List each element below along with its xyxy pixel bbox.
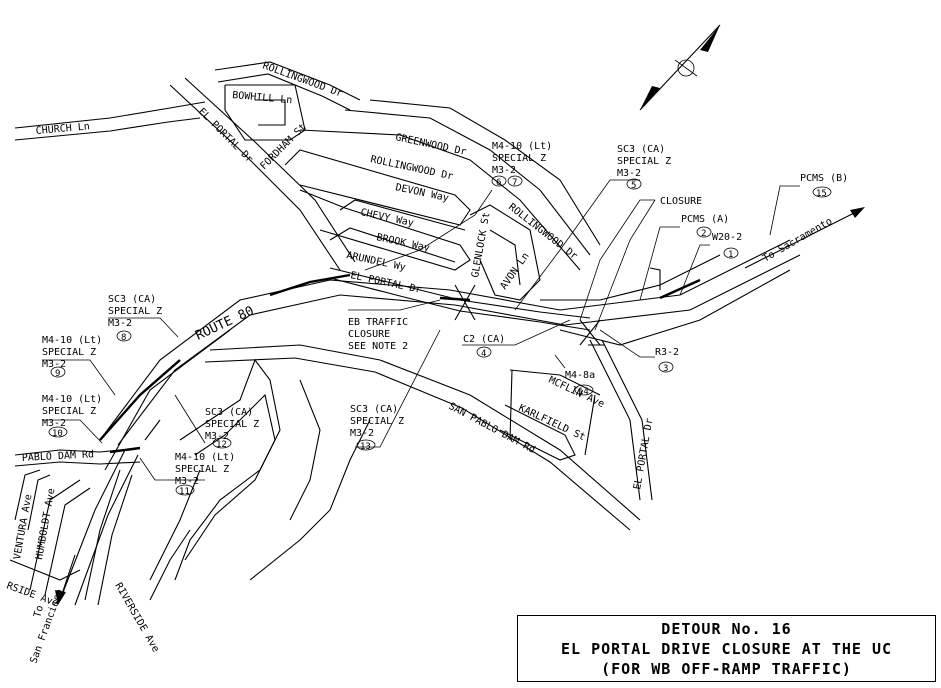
callout-number: 10 (52, 429, 63, 439)
callout-text: M3-2 (108, 318, 132, 329)
callout-number: 5 (631, 181, 636, 191)
callout-r3-2: R3-2 3 (655, 347, 679, 374)
callout-text: SEE NOTE 2 (348, 341, 408, 352)
callout-text: M3-2 (205, 431, 229, 442)
callout-m4-10-9: M4-10 (Lt) SPECIAL Z M3-2 9 (42, 335, 102, 379)
arrow-sacramento-icon (850, 207, 865, 218)
callout-eb-traffic-closure: EB TRAFFIC CLOSURE SEE NOTE 2 (348, 317, 408, 352)
callout-text: M3-2 (42, 359, 66, 370)
callout-text: M3-2 (175, 476, 199, 487)
callout-text: SPECIAL Z (617, 156, 671, 167)
callout-number: 6 (496, 178, 501, 188)
callout-text: W20-2 (712, 232, 742, 243)
callout-closure: CLOSURE (660, 196, 702, 207)
callout-text: M4-10 (Lt) (492, 141, 552, 152)
direction-labels: To Sacramento To San Francisco (28, 216, 834, 665)
callout-number: 7 (512, 178, 517, 188)
callout-number: 14 (578, 387, 589, 397)
street-church: CHURCH Ln (35, 121, 90, 137)
street-rollingwood-east: ROLLINGWOOD Dr (506, 202, 579, 263)
arrow-sanfrancisco-icon (55, 590, 66, 605)
callout-w20-2: W20-2 1 (712, 232, 742, 260)
street-humboldt: HUMBOLDT Ave (34, 487, 57, 560)
callout-text: M4-8a (565, 370, 595, 381)
street-fordham: FORDHAM St (258, 122, 308, 172)
callout-sc3-12: SC3 (CA) SPECIAL Z M3-2 12 (205, 407, 259, 450)
street-greenwood: GREENWOOD Dr (394, 132, 467, 158)
street-el-portal-se: EL PORTAL Dr (632, 417, 655, 490)
callout-m4-10-11: M4-10 (Lt) SPECIAL Z M3-2 11 (175, 452, 235, 497)
callout-text: SPECIAL Z (350, 416, 404, 427)
callout-number: 13 (360, 442, 371, 452)
street-san-pablo-dam-west: PABLO DAM Rd (22, 449, 95, 464)
callout-number: 15 (816, 189, 827, 199)
title-line-3: (FOR WB OFF-RAMP TRAFFIC) (601, 659, 852, 678)
callout-number: 4 (481, 349, 486, 359)
callout-text: M3-2 (617, 168, 641, 179)
callout-text: EB TRAFFIC (348, 317, 408, 328)
street-glenlock: GLENLOCK St (470, 211, 492, 278)
street-rollingwood-mid: ROLLINGWOOD Dr (369, 154, 454, 182)
callout-number: 2 (701, 229, 706, 239)
callout-text: SPECIAL Z (175, 464, 229, 475)
callout-text: R3-2 (655, 347, 679, 358)
callout-text: M4-10 (Lt) (42, 394, 102, 405)
callout-number: 3 (663, 364, 668, 374)
callout-number: 1 (728, 250, 733, 260)
callout-text: SC3 (CA) (617, 144, 665, 155)
callout-sc3-8: SC3 (CA) SPECIAL Z M3-2 8 (108, 294, 162, 343)
callout-text: M3-2 (350, 428, 374, 439)
street-ventura: VENTURA Ave (12, 493, 34, 560)
title-line-1: DETOUR No. 16 (661, 619, 792, 638)
callout-m4-8a: M4-8a 14 (565, 370, 595, 397)
title-block: DETOUR No. 16 EL PORTAL DRIVE CLOSURE AT… (517, 615, 936, 682)
street-bowhill: BOWHILL Ln (232, 90, 293, 106)
street-route80: ROUTE 80 (193, 304, 256, 344)
callout-m4-10-6-7: M4-10 (Lt) SPECIAL Z M3-2 6 7 (491, 141, 552, 188)
callout-number: 8 (121, 333, 126, 343)
callout-text: SC3 (CA) (350, 404, 398, 415)
callout-m4-10-10: M4-10 (Lt) SPECIAL Z M3-2 10 (42, 394, 102, 439)
street-karlfield: KARLFIELD St (517, 403, 587, 444)
callout-text: M4-10 (Lt) (42, 335, 102, 346)
callout-text: M4-10 (Lt) (175, 452, 235, 463)
callout-pcms-a: PCMS (A) 2 (681, 214, 729, 239)
callout-text: SPECIAL Z (108, 306, 162, 317)
callout-number: 11 (179, 487, 190, 497)
direction-arrows (55, 207, 865, 605)
callout-text: M3-2 (42, 418, 66, 429)
callout-text: SPECIAL Z (42, 406, 96, 417)
callout-sc3-13: SC3 (CA) SPECIAL Z M3-2 13 (350, 404, 404, 452)
closure-marks (454, 284, 605, 346)
street-avon: AVON Ln (498, 251, 531, 292)
callout-text: SPECIAL Z (492, 153, 546, 164)
road-network (9, 61, 801, 606)
callout-c2: C2 (CA) 4 (463, 334, 505, 359)
callout-number: 9 (55, 369, 60, 379)
callout-pcms-b: PCMS (B) 15 (800, 173, 848, 199)
detour-route (99, 273, 701, 454)
title-line-2: EL PORTAL DRIVE CLOSURE AT THE UC (560, 639, 892, 658)
callout-text: CLOSURE (348, 329, 390, 340)
label-to: To (32, 604, 46, 618)
callout-text: SC3 (CA) (205, 407, 253, 418)
callout-text: PCMS (B) (800, 173, 848, 184)
callout-text: SPECIAL Z (205, 419, 259, 430)
callout-text: PCMS (A) (681, 214, 729, 225)
callout-text: SC3 (CA) (108, 294, 156, 305)
callout-text: SPECIAL Z (42, 347, 96, 358)
street-brook: BROOK Way (375, 232, 430, 254)
street-chevy: CHEVY Way (359, 207, 414, 229)
callout-text: CLOSURE (660, 196, 702, 207)
callout-text: M3-2 (492, 165, 516, 176)
north-arrow-icon (639, 24, 721, 111)
callout-sc3-5: SC3 (CA) SPECIAL Z M3-2 5 (617, 144, 671, 191)
callout-text: C2 (CA) (463, 334, 505, 345)
callout-number: 12 (216, 440, 227, 450)
street-labels: ROLLINGWOOD Dr BOWHILL Ln CHURCH Ln EL P… (5, 60, 656, 654)
callout-leaders (42, 179, 800, 481)
